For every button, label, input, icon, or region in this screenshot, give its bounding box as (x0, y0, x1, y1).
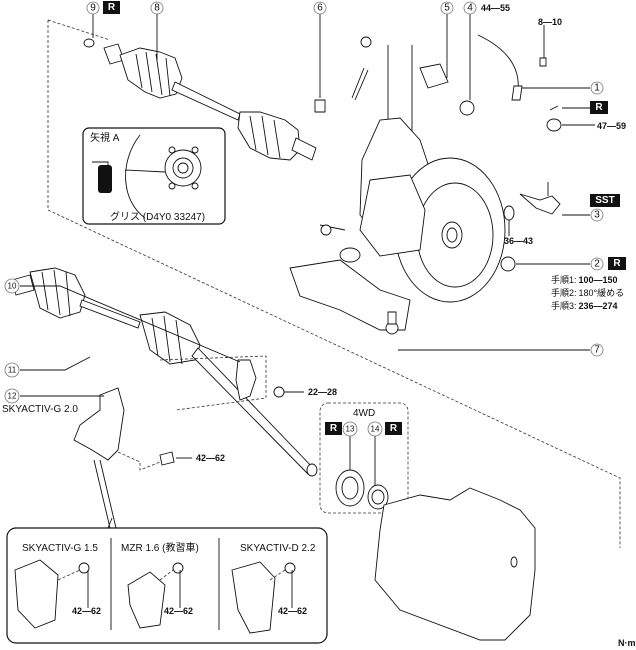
torque-bracket-bolt: 22—28 (308, 387, 337, 397)
torque-mount-bolt: 42—62 (196, 453, 225, 463)
inset-view-a: 矢視 A グリス (D4Y0 33247) (82, 127, 226, 225)
reuse-badge-cotter: R (590, 101, 608, 114)
svg-text:3: 3 (594, 210, 600, 221)
svg-text:11: 11 (8, 366, 17, 375)
tie-rod-nut (546, 118, 562, 132)
svg-text:13: 13 (346, 425, 355, 434)
reuse-badge-2: R (608, 257, 626, 270)
svg-text:手順2:180°緩める: 手順2:180°緩める (551, 287, 624, 298)
callout-10: 10 (4, 278, 20, 294)
svg-text:手順3:236—274: 手順3:236—274 (551, 300, 618, 311)
svg-text:10: 10 (8, 282, 17, 291)
callout-11: 11 (4, 362, 20, 378)
svg-text:14: 14 (371, 425, 380, 434)
callout-9: 9 (86, 1, 100, 15)
abs-sensor-wire (477, 34, 519, 91)
knuckle-brake-assembly (319, 36, 506, 303)
inset-title: 矢視 A (90, 131, 120, 144)
svg-text:2: 2 (594, 259, 600, 270)
variant-name-3: SKYACTIV-D 2.2 (240, 543, 316, 554)
torque-nut-4: 44—55 (481, 3, 510, 13)
callout-1: 1 (590, 81, 604, 95)
4wd-label: 4WD (353, 408, 375, 419)
svg-text:R: R (108, 2, 116, 13)
sst-badge: SST (590, 194, 620, 207)
engine-mount-bracket (73, 387, 125, 461)
svg-text:1: 1 (594, 83, 600, 94)
skyactiv-g20-label: SKYACTIV-G 2.0 (2, 404, 78, 415)
hub-nut-steps: 手順1:100—150 手順2:180°緩める 手順3:236—274 (551, 274, 624, 311)
callout-14: 14 (367, 421, 383, 437)
variant-name-1: SKYACTIV-G 1.5 (22, 543, 98, 554)
svg-text:R: R (390, 423, 398, 434)
inset-caption: グリス (D4Y0 33247) (110, 210, 205, 223)
variant-torque-1: 42—62 (72, 606, 101, 616)
svg-text:SST: SST (595, 195, 614, 206)
torque-sensor-bolt: 8—10 (538, 17, 562, 27)
svg-text:4: 4 (467, 3, 473, 14)
callout-4: 4 (463, 1, 477, 15)
washer (503, 205, 515, 221)
callout-7: 7 (590, 343, 604, 357)
reuse-badge-9: R (103, 1, 120, 14)
transaxle (374, 487, 536, 641)
torque-washer: 36—43 (504, 236, 533, 246)
projection-outline (47, 19, 621, 548)
unit-label: N·m (618, 638, 636, 648)
callout-6: 6 (313, 1, 327, 15)
svg-text:12: 12 (8, 392, 17, 401)
hub-nut (500, 256, 516, 272)
variants-box: SKYACTIV-G 1.5 MZR 1.6 (教習車) SKYACTIV-D … (6, 459, 328, 644)
reuse-badge-13: R (325, 422, 342, 435)
variant-name-2: MZR 1.6 (教習車) (121, 541, 199, 554)
lower-control-arm (289, 247, 411, 335)
lower-drive-shaft (11, 267, 318, 477)
callout-2: 2 (590, 257, 604, 271)
svg-text:6: 6 (317, 3, 323, 14)
svg-text:9: 9 (90, 3, 96, 14)
callout-12: 12 (4, 388, 20, 404)
upper-drive-shaft (103, 43, 317, 161)
svg-text:R: R (595, 102, 603, 113)
callout-5: 5 (440, 1, 454, 15)
svg-text:7: 7 (594, 345, 600, 356)
svg-text:R: R (330, 423, 338, 434)
callout-13: 13 (342, 421, 358, 437)
svg-text:8: 8 (154, 3, 160, 14)
reuse-badge-14: R (385, 422, 402, 435)
callout-3: 3 (590, 208, 604, 222)
variant-torque-2: 42—62 (164, 606, 193, 616)
4wd-box (319, 402, 409, 514)
grease-can-icon (98, 165, 112, 193)
callout-8: 8 (150, 1, 164, 15)
support-bracket (235, 359, 257, 401)
svg-text:手順1:100—150: 手順1:100—150 (551, 274, 618, 285)
torque-tie-rod-nut: 47—59 (597, 121, 626, 131)
snap-ring-9 (83, 38, 95, 48)
svg-text:R: R (613, 258, 621, 269)
svg-text:5: 5 (444, 3, 450, 14)
tie-rod-end (519, 193, 561, 215)
variant-torque-3: 42—62 (278, 606, 307, 616)
